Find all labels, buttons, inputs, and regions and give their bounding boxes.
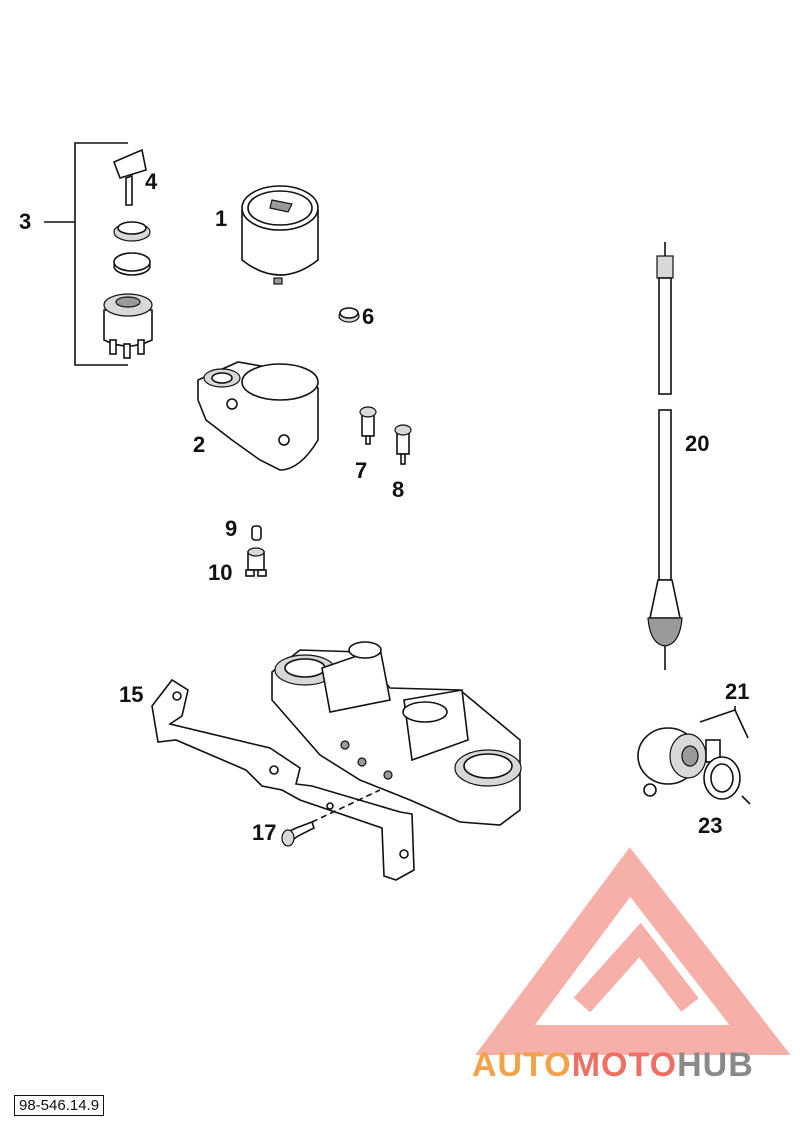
callout-17: 17 — [252, 820, 277, 845]
callout-20: 20 — [685, 431, 710, 456]
part-9-bulb — [251, 525, 262, 541]
watermark-logo — [475, 847, 791, 1055]
part-17-screw — [281, 820, 315, 847]
callout-7: 7 — [355, 458, 368, 483]
callout-6: 6 — [362, 304, 375, 329]
watermark-text-moto: MOTO — [571, 1046, 678, 1084]
part-21-speedometer-drive — [637, 706, 749, 797]
part-3-ignition-switch — [103, 221, 153, 359]
part-2-instrument-housing — [197, 361, 319, 471]
callout-9: 9 — [225, 516, 238, 541]
part-4-key — [112, 148, 147, 206]
watermark-text-auto: AUTO — [472, 1046, 572, 1084]
bracket-part-3 — [44, 142, 128, 366]
part-8-indicator-lamp — [394, 424, 412, 465]
watermark-text-hub: HUB — [677, 1046, 754, 1084]
part-1-instrument-gauge — [241, 185, 319, 285]
part-10-bulb-socket — [245, 547, 267, 577]
callout-4: 4 — [145, 169, 158, 194]
callout-23: 23 — [698, 813, 723, 838]
diagram-code: 98-546.14.9 — [14, 1095, 105, 1116]
upper-triple-clamp — [271, 641, 522, 826]
watermark-text: AUTOMOTOHUB — [472, 1046, 754, 1085]
part-20-speedometer-cable — [647, 242, 683, 670]
callout-8: 8 — [392, 477, 405, 502]
callout-1: 1 — [215, 206, 228, 231]
callout-15: 15 — [119, 682, 144, 707]
callout-2: 2 — [193, 432, 206, 457]
callout-3: 3 — [19, 209, 32, 234]
callout-21: 21 — [725, 679, 750, 704]
callout-10: 10 — [208, 560, 233, 585]
part-6-plug — [338, 307, 360, 323]
part-15-instrument-bracket — [151, 678, 415, 881]
part-23-retaining-ring — [703, 756, 751, 805]
part-7-indicator-lamp — [359, 406, 377, 445]
